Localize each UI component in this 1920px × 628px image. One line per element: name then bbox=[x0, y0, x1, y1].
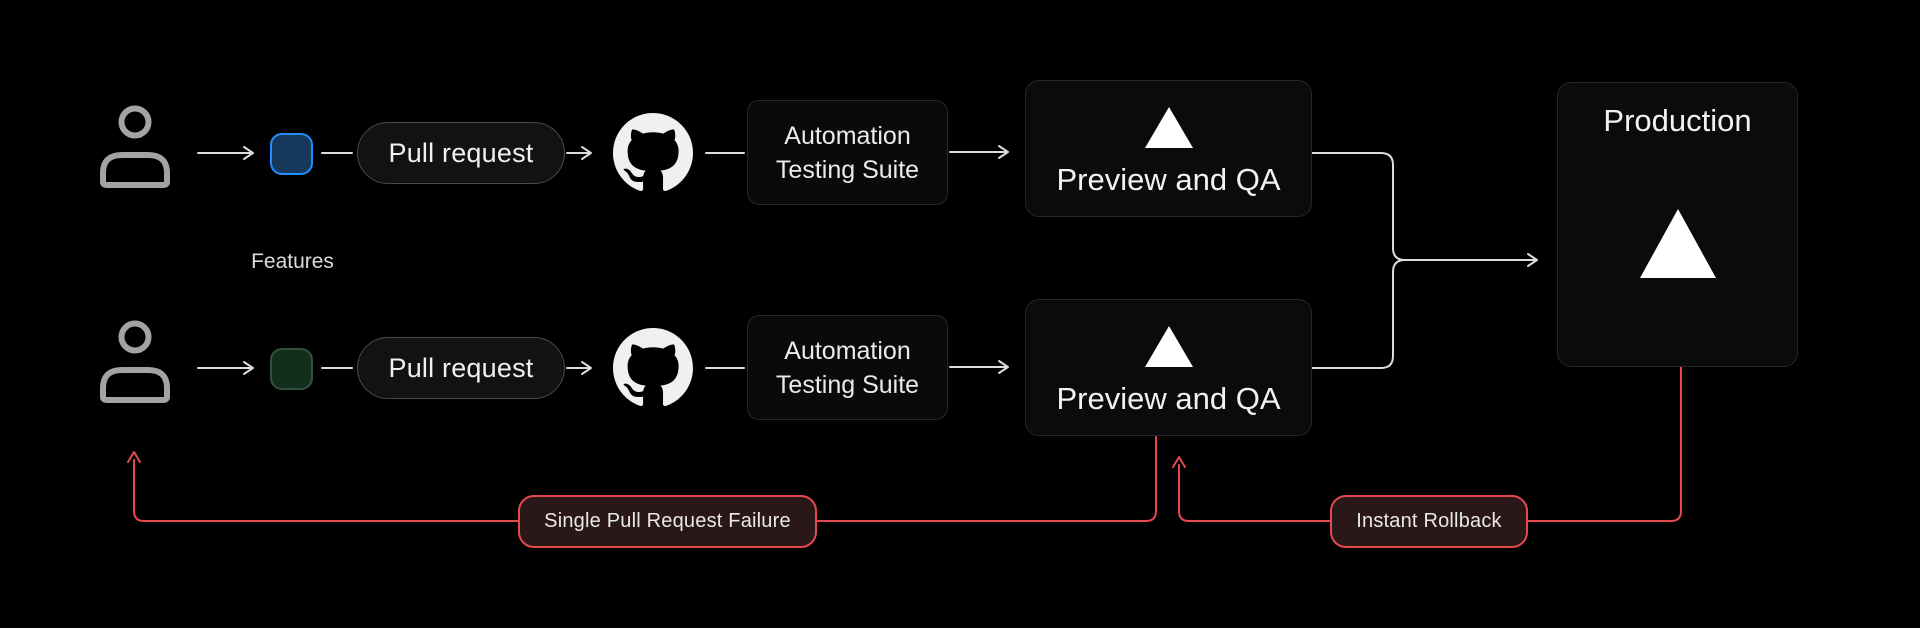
github-icon bbox=[613, 113, 693, 192]
instant-rollback-label: Instant Rollback bbox=[1356, 510, 1502, 532]
person-icon bbox=[100, 320, 170, 403]
merge-bracket bbox=[1311, 152, 1406, 369]
feature-commit-blue bbox=[270, 133, 313, 175]
arrow-right-icon bbox=[1404, 253, 1538, 267]
arrow-right-icon bbox=[566, 361, 592, 375]
automation-testing-suite-node: Automation Testing Suite bbox=[747, 315, 948, 420]
vercel-triangle-icon bbox=[1144, 107, 1193, 148]
preview-qa-node: Preview and QA bbox=[1025, 299, 1312, 436]
pull-request-node: Pull request bbox=[357, 122, 565, 184]
github-icon bbox=[613, 328, 693, 407]
pull-request-label: Pull request bbox=[388, 137, 534, 168]
pull-request-label: Pull request bbox=[388, 352, 534, 383]
preview-qa-label: Preview and QA bbox=[1056, 381, 1281, 416]
single-pr-failure-badge: Single Pull Request Failure bbox=[518, 495, 817, 548]
arrow-right-icon bbox=[566, 146, 592, 160]
vercel-triangle-icon bbox=[1144, 326, 1193, 367]
production-node: Production bbox=[1557, 82, 1798, 367]
preview-qa-node: Preview and QA bbox=[1025, 80, 1312, 217]
automation-line1: Automation bbox=[784, 121, 911, 150]
feature-commit-green bbox=[270, 348, 313, 390]
arrow-right-icon bbox=[949, 145, 1009, 159]
arrow-right-icon bbox=[197, 146, 254, 160]
automation-line2: Testing Suite bbox=[775, 155, 920, 184]
instant-rollback-badge: Instant Rollback bbox=[1330, 495, 1528, 548]
single-pr-failure-label: Single Pull Request Failure bbox=[544, 510, 791, 532]
preview-qa-label: Preview and QA bbox=[1056, 162, 1281, 197]
arrow-right-icon bbox=[197, 361, 254, 375]
arrow-right-icon bbox=[949, 360, 1009, 374]
vercel-triangle-icon bbox=[1639, 209, 1716, 278]
automation-testing-suite-node: Automation Testing Suite bbox=[747, 100, 948, 205]
pull-request-node: Pull request bbox=[357, 337, 565, 399]
automation-line2: Testing Suite bbox=[775, 370, 920, 399]
arrow-up-icon bbox=[1172, 456, 1186, 468]
features-label: Features bbox=[251, 250, 334, 273]
person-icon bbox=[100, 105, 170, 188]
automation-line1: Automation bbox=[784, 336, 911, 365]
arrow-up-icon bbox=[127, 451, 141, 463]
production-label: Production bbox=[1603, 103, 1752, 138]
